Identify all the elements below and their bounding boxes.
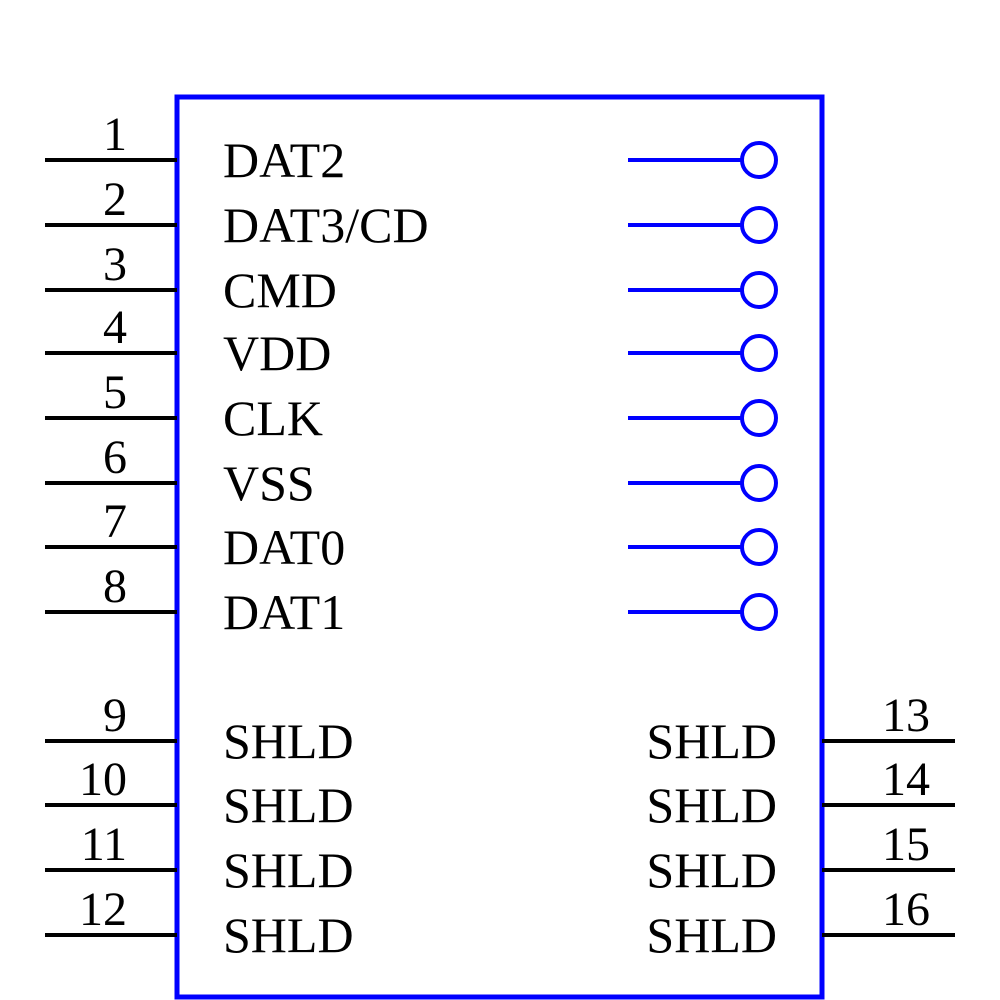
pin-7: 7 DAT0 (45, 495, 345, 575)
pin-3: 3 CMD (45, 238, 337, 318)
pin-number: 7 (103, 495, 127, 548)
pin-16: 16 SHLD (646, 883, 955, 963)
pin-name: SHLD (223, 777, 354, 833)
pin-number: 13 (882, 689, 930, 742)
pin-8: 8 DAT1 (45, 560, 345, 640)
pin-11: 11 SHLD (45, 818, 354, 898)
pin-number: 2 (103, 173, 127, 226)
pin-number: 1 (103, 108, 127, 161)
pin-number: 10 (79, 753, 127, 806)
no-connect-marker (628, 141, 778, 179)
no-connect-marker (628, 271, 778, 309)
pin-name: SHLD (646, 842, 777, 898)
pin-2: 2 DAT3/CD (45, 173, 429, 253)
pin-14: 14 SHLD (646, 753, 955, 833)
no-connect-marker (628, 528, 778, 566)
pin-number: 9 (103, 689, 127, 742)
pin-name: DAT0 (223, 519, 345, 575)
pin-number: 14 (882, 753, 930, 806)
pin-15: 15 SHLD (646, 818, 955, 898)
pin-number: 11 (81, 818, 127, 871)
pin-name: SHLD (646, 777, 777, 833)
pin-name: SHLD (223, 713, 354, 769)
left-pin-group: 1 DAT2 2 DAT3/CD 3 CMD 4 VDD 5 CLK 6 VSS 7 DAT0 8 DAT1 9… (45, 108, 429, 963)
no-connect-marker (628, 593, 778, 631)
pin-name: SHLD (646, 907, 777, 963)
no-connect-circle-icon (740, 528, 778, 566)
no-connect-circle-icon (740, 399, 778, 437)
pin-9: 9 SHLD (45, 689, 354, 769)
no-connect-marker (628, 464, 778, 502)
pin-number: 8 (103, 560, 127, 613)
pin-name: SHLD (223, 907, 354, 963)
pin-number: 6 (103, 431, 127, 484)
no-connect-marker (628, 334, 778, 372)
pin-name: VSS (223, 455, 315, 511)
pin-name: SHLD (223, 842, 354, 898)
no-connect-marker (628, 399, 778, 437)
no-connect-circle-icon (740, 141, 778, 179)
pin-number: 12 (79, 883, 127, 936)
pin-number: 5 (103, 366, 127, 419)
no-connect-circle-icon (740, 464, 778, 502)
pin-number: 15 (882, 818, 930, 871)
pin-10: 10 SHLD (45, 753, 354, 833)
pin-name: CLK (223, 390, 323, 446)
no-connect-marker-group (628, 141, 778, 631)
pin-1: 1 DAT2 (45, 108, 345, 188)
pin-5: 5 CLK (45, 366, 323, 446)
no-connect-marker (628, 206, 778, 244)
no-connect-circle-icon (740, 593, 778, 631)
pin-4: 4 VDD (45, 301, 331, 381)
pin-name: DAT1 (223, 584, 345, 640)
no-connect-circle-icon (740, 271, 778, 309)
no-connect-circle-icon (740, 334, 778, 372)
pin-number: 4 (103, 301, 127, 354)
pin-name: DAT2 (223, 132, 345, 188)
pin-name: DAT3/CD (223, 197, 429, 253)
pin-number: 16 (882, 883, 930, 936)
pin-name: CMD (223, 262, 337, 318)
pin-13: 13 SHLD (646, 689, 955, 769)
pin-number: 3 (103, 238, 127, 291)
pin-6: 6 VSS (45, 431, 315, 511)
pin-name: SHLD (646, 713, 777, 769)
no-connect-circle-icon (740, 206, 778, 244)
pin-name: VDD (223, 325, 331, 381)
pin-12: 12 SHLD (45, 883, 354, 963)
